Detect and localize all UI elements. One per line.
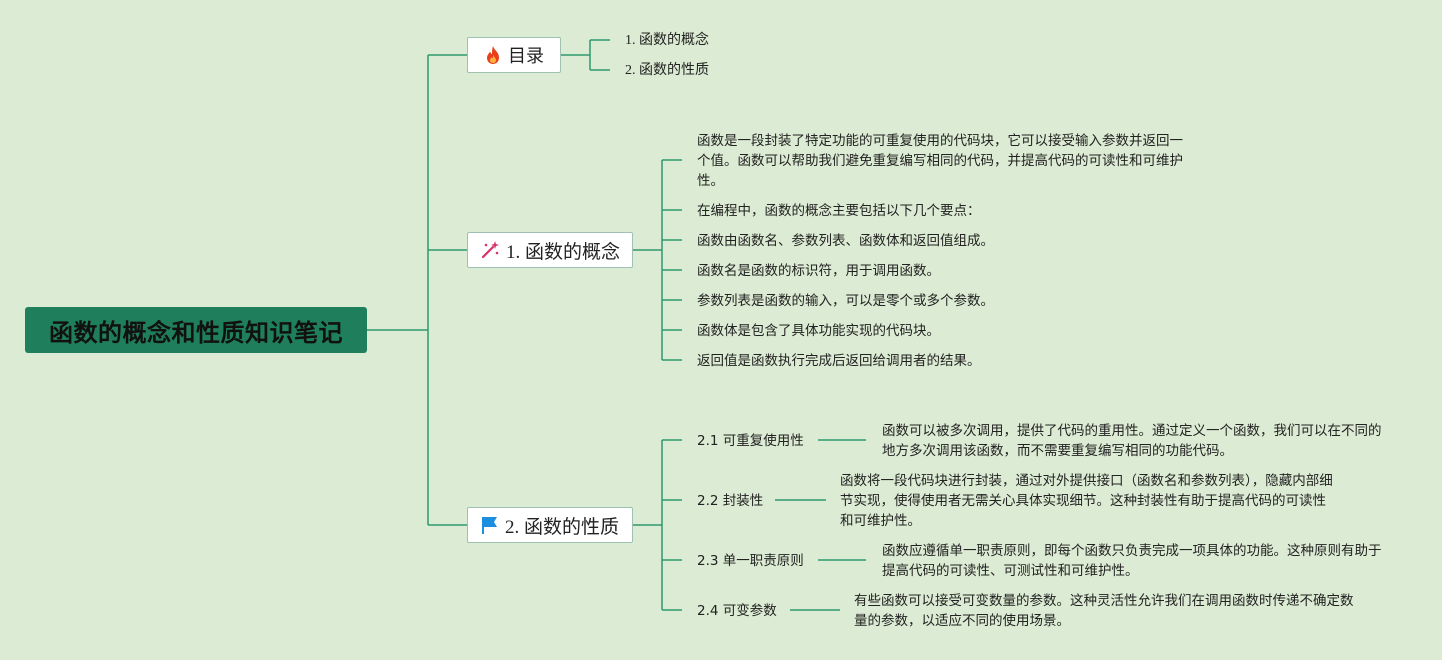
property-desc-lines bbox=[775, 439, 866, 611]
concept-point-1[interactable]: 函数是一段封装了特定功能的可重复使用的代码块，它可以接受输入参数并返回一个值。函… bbox=[697, 133, 1183, 189]
property-desc-1[interactable]: 函数可以被多次调用，提供了代码的重用性。通过定义一个函数，我们可以在不同的地方多… bbox=[882, 423, 1382, 459]
magic-wand-icon bbox=[481, 241, 499, 259]
concept-point-5[interactable]: 参数列表是函数的输入，可以是零个或多个参数。 bbox=[697, 293, 994, 309]
property-title-1[interactable]: 2.1 可重复使用性 bbox=[697, 433, 804, 449]
root-title: 函数的概念和性质知识笔记 bbox=[49, 318, 343, 347]
property-desc-2[interactable]: 函数将一段代码块进行封装，通过对外提供接口（函数名和参数列表），隐藏内部细节实现… bbox=[840, 473, 1333, 529]
toc-child-lines bbox=[561, 39, 610, 71]
branch-properties[interactable]: 2. 函数的性质 bbox=[467, 507, 633, 543]
property-title-4[interactable]: 2.4 可变参数 bbox=[697, 603, 777, 619]
fire-icon bbox=[487, 46, 499, 64]
root-topic[interactable]: 函数的概念和性质知识笔记 bbox=[25, 307, 367, 353]
concept-point-4[interactable]: 函数名是函数的标识符，用于调用函数。 bbox=[697, 263, 940, 279]
property-desc-3[interactable]: 函数应遵循单一职责原则，即每个函数只负责完成一项具体的功能。这种原则有助于提高代… bbox=[882, 543, 1382, 579]
toc-item-1[interactable]: 1. 函数的概念 bbox=[625, 33, 709, 48]
properties-child-lines bbox=[633, 439, 682, 611]
branch-concept[interactable]: 1. 函数的概念 bbox=[467, 232, 633, 268]
property-desc-4[interactable]: 有些函数可以接受可变数量的参数。这种灵活性允许我们在调用函数时传递不确定数量的参… bbox=[854, 593, 1354, 629]
property-title-3[interactable]: 2.3 单一职责原则 bbox=[697, 553, 804, 569]
toc-item-2[interactable]: 2. 函数的性质 bbox=[625, 63, 709, 78]
branch-toc-label: 目录 bbox=[508, 46, 544, 67]
branch-concept-label: 1. 函数的概念 bbox=[505, 241, 620, 263]
concept-child-lines bbox=[633, 159, 682, 361]
concept-point-7[interactable]: 返回值是函数执行完成后返回给调用者的结果。 bbox=[697, 353, 981, 369]
concept-point-3[interactable]: 函数由函数名、参数列表、函数体和返回值组成。 bbox=[697, 233, 994, 249]
branch-properties-label: 2. 函数的性质 bbox=[504, 516, 619, 538]
branch-toc[interactable]: 目录 bbox=[467, 37, 561, 73]
flag-icon bbox=[481, 517, 497, 534]
property-title-2[interactable]: 2.2 封装性 bbox=[697, 493, 764, 509]
concept-point-6[interactable]: 函数体是包含了具体功能实现的代码块。 bbox=[697, 323, 940, 339]
concept-point-2[interactable]: 在编程中，函数的概念主要包括以下几个要点： bbox=[697, 203, 981, 219]
